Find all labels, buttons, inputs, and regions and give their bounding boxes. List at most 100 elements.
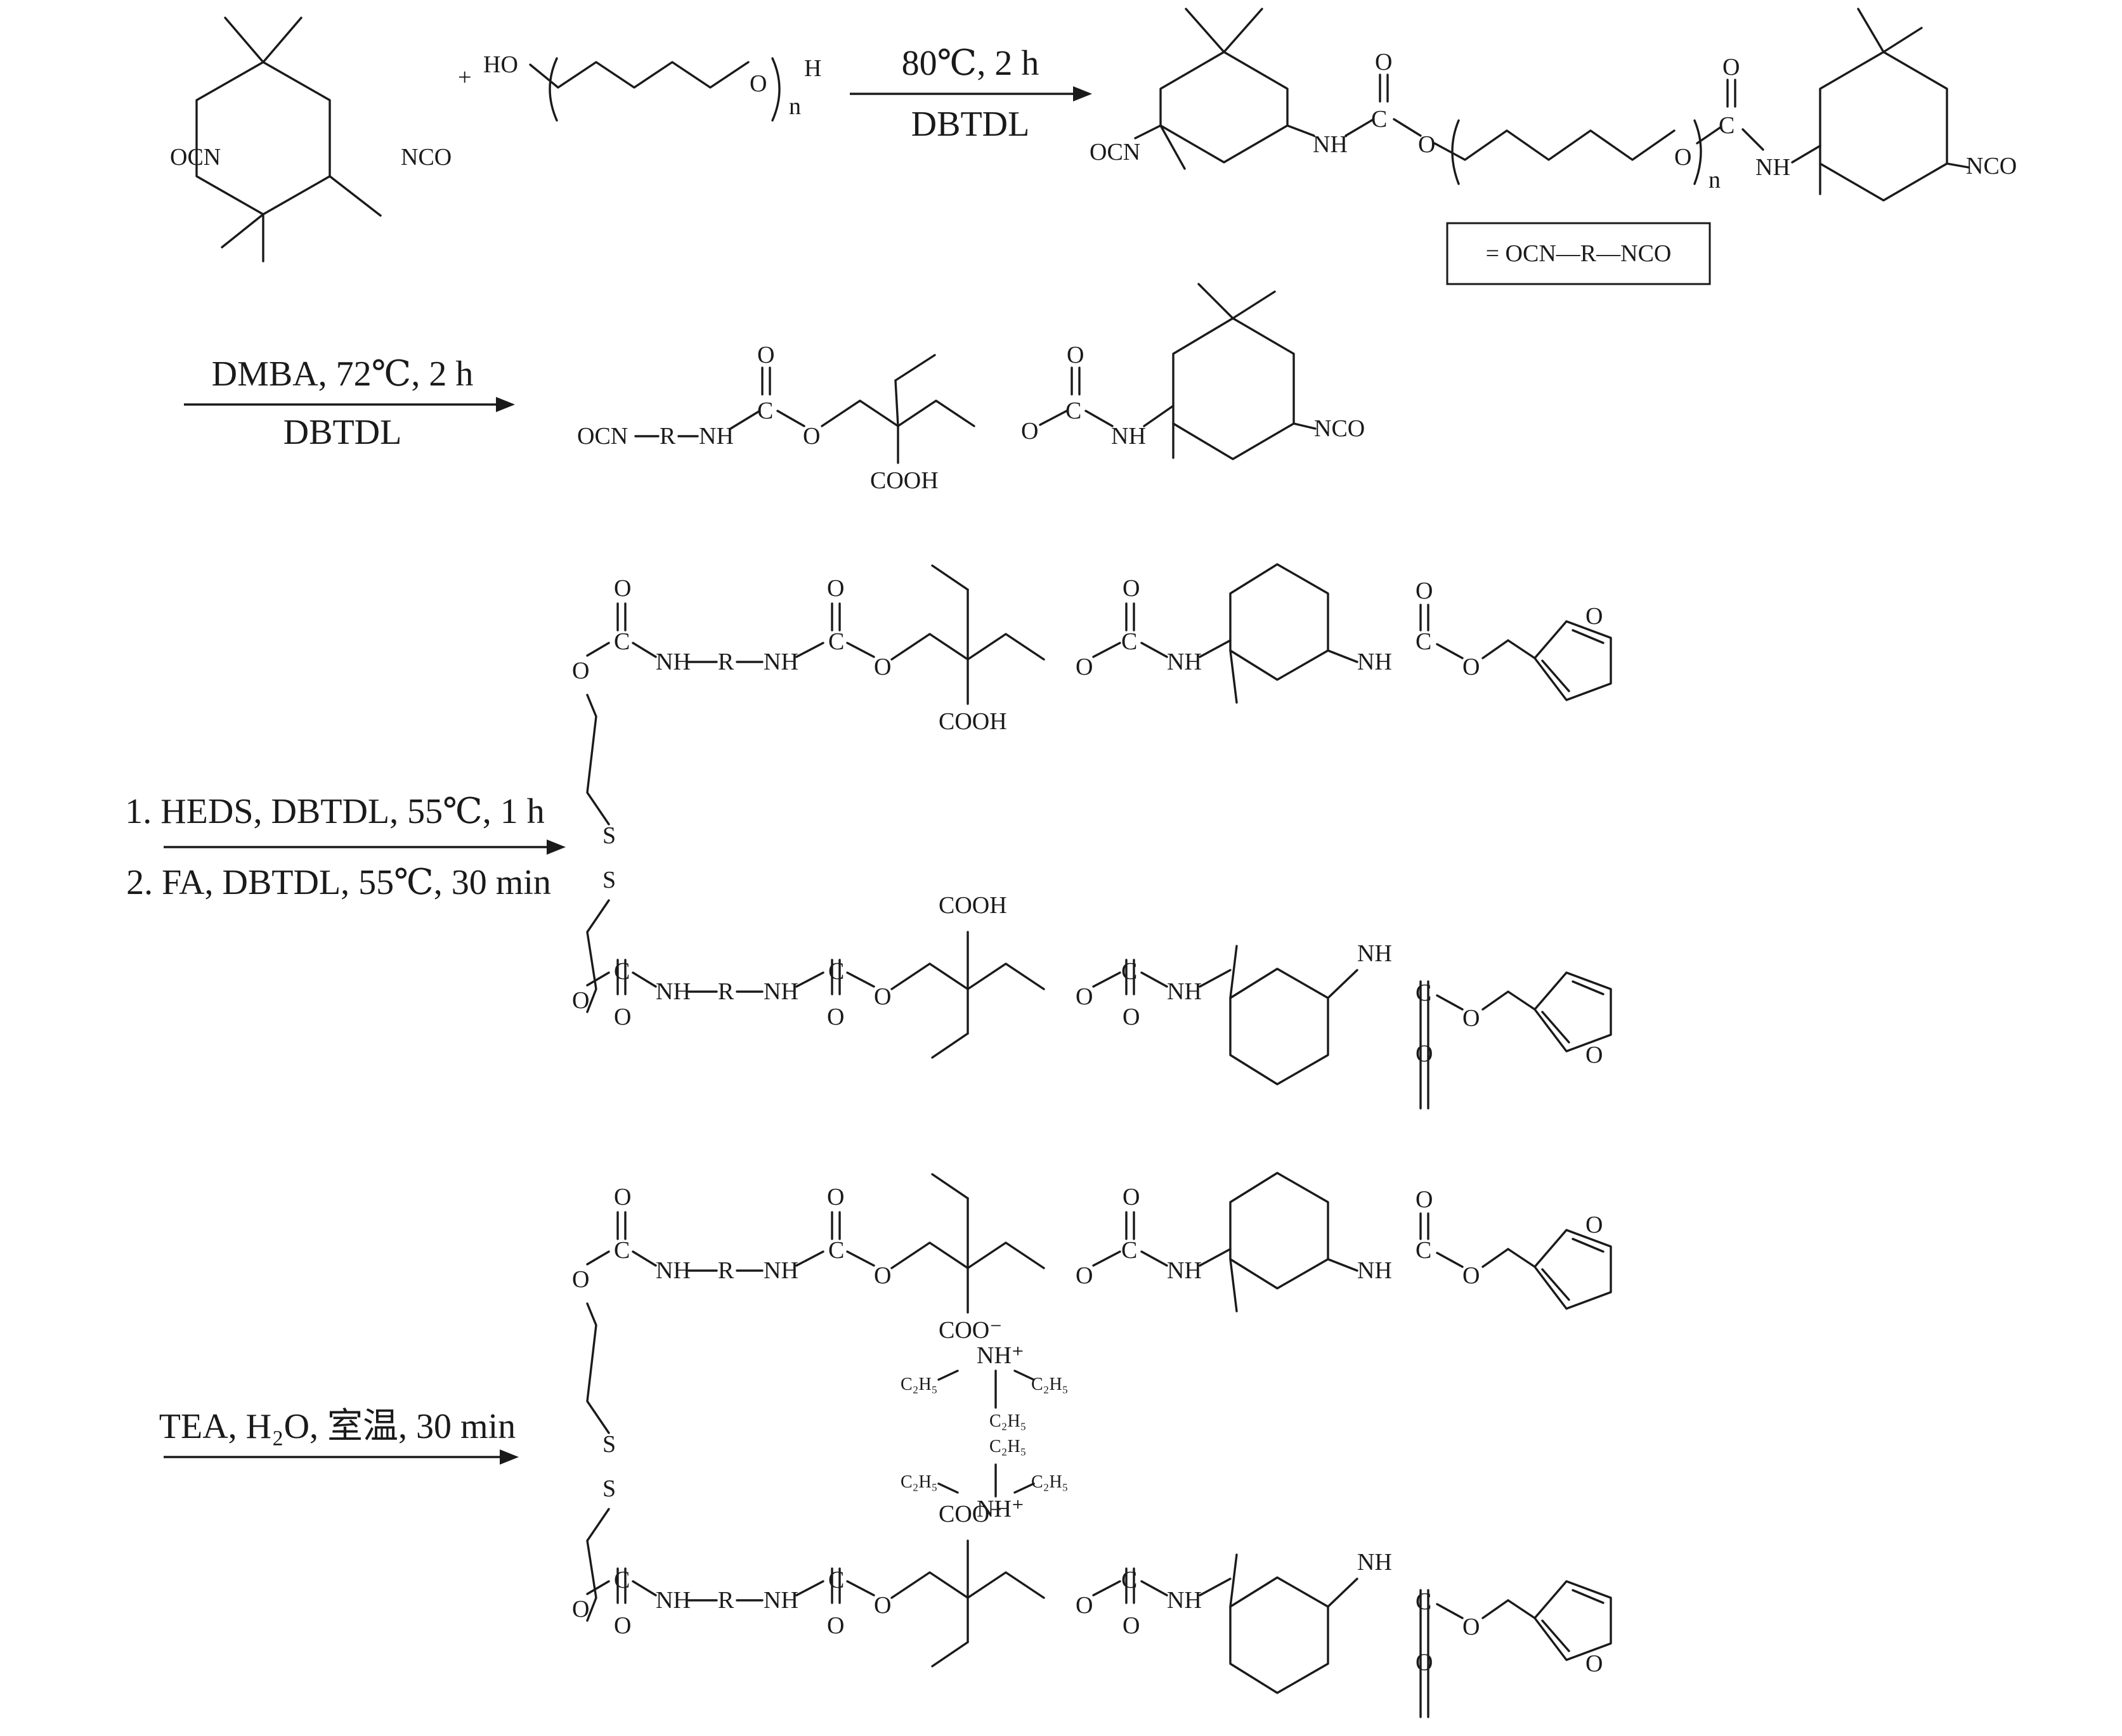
o-carbonyl: O — [614, 1612, 631, 1639]
nco-label-3: NCO — [1314, 415, 1365, 442]
nco-label: NCO — [401, 144, 452, 171]
bond — [846, 1580, 875, 1597]
o-ester: O — [874, 1262, 891, 1289]
o-ester: O — [1076, 1592, 1093, 1619]
o-ester: O — [1418, 131, 1435, 158]
nh-label: NH — [656, 978, 691, 1005]
nh-label: NH — [1357, 1257, 1392, 1284]
s-label: S — [602, 822, 616, 849]
bond — [1327, 1577, 1358, 1608]
bond — [586, 1250, 610, 1266]
ptmg-molecule: HO O n H — [483, 51, 821, 122]
o-ester: O — [1076, 1262, 1093, 1289]
bond — [931, 1173, 969, 1200]
bond — [586, 642, 610, 657]
nco-label-2: NCO — [1966, 153, 2017, 179]
h-label: H — [804, 55, 821, 82]
nh-label: NH — [764, 649, 798, 675]
o-carbonyl: O — [827, 1612, 844, 1639]
bond — [1327, 969, 1358, 999]
bond — [586, 1508, 610, 1622]
bond — [586, 971, 610, 987]
bond — [1229, 1258, 1238, 1312]
bond — [1572, 980, 1605, 995]
c-label: C — [828, 1237, 844, 1264]
o-carbonyl: O — [827, 1004, 844, 1030]
step2-condition-top: DMBA, 72℃, 2 h — [212, 354, 474, 394]
o-carbonyl: O — [614, 575, 631, 602]
reaction-arrow-1: 80℃, 2 h DBTDL — [850, 44, 1092, 144]
nh-label: NH — [656, 1587, 691, 1614]
o-carbonyl: O — [614, 1004, 631, 1030]
bond — [1092, 971, 1121, 988]
bond — [795, 642, 824, 658]
bond — [1541, 1011, 1570, 1044]
bond — [846, 1250, 875, 1267]
step4-condition-top: TEA, H₂O, 室温, 30 min — [159, 1407, 516, 1446]
c-label: C — [1121, 1237, 1137, 1264]
r-label: R — [718, 1257, 734, 1284]
ocn-label-2: OCN — [1090, 139, 1140, 165]
bond — [586, 899, 610, 1013]
nh-label: NH — [656, 1257, 691, 1284]
bond — [632, 1250, 657, 1267]
coo-minus-label: COO⁻ — [939, 1501, 1002, 1527]
o-carbonyl: O — [1123, 1612, 1140, 1639]
nh-label: NH — [1167, 1257, 1202, 1284]
o-ester: O — [1462, 654, 1480, 680]
bond — [1092, 1250, 1121, 1267]
o-carbonyl: O — [1416, 1040, 1433, 1067]
ring — [1533, 620, 1612, 701]
bond — [1572, 629, 1605, 644]
o-label: O — [750, 70, 767, 97]
prepolymer-molecule: OCN NH C O O O n C O NH NCO — [1090, 8, 2017, 202]
bond — [937, 1482, 959, 1494]
furan-o-label: O — [1585, 1650, 1603, 1677]
reaction-arrow-4: TEA, H₂O, 室温, 30 min — [159, 1407, 519, 1465]
o-ester: O — [874, 654, 891, 680]
c2h5-label: C₂H₅ — [901, 1472, 937, 1492]
bond — [586, 1580, 610, 1595]
bond — [586, 1302, 610, 1434]
o-label-3: O — [1674, 144, 1691, 171]
bond — [1199, 969, 1232, 988]
bond — [1140, 1250, 1168, 1267]
o-carbonyl-2: O — [1722, 54, 1740, 81]
o-ester: O — [572, 1266, 589, 1293]
step1-condition-top: 80℃, 2 h — [902, 44, 1039, 83]
bond — [1092, 1580, 1121, 1597]
s-label: S — [602, 1475, 616, 1502]
o-ester-3: O — [803, 423, 820, 450]
ocn-label: OCN — [170, 144, 221, 171]
c-label: C — [1416, 1237, 1431, 1264]
bond — [1436, 1252, 1464, 1268]
ocn-label-3: OCN — [577, 423, 628, 450]
furan-o-label: O — [1585, 1042, 1603, 1068]
nh-label: NH — [1167, 649, 1202, 675]
bond — [1229, 945, 1238, 999]
o-ester: O — [1462, 1262, 1480, 1289]
coo-minus-label: COO⁻ — [939, 1317, 1002, 1344]
ring — [1533, 1580, 1612, 1661]
bond — [931, 1032, 969, 1059]
bond — [1140, 971, 1168, 988]
bond — [1327, 649, 1358, 663]
bond — [931, 1641, 969, 1668]
bond — [1199, 639, 1232, 658]
r-label: R — [718, 978, 734, 1005]
bond — [1140, 1580, 1168, 1597]
bond — [1572, 1589, 1605, 1604]
nh-label-4: NH — [1111, 423, 1146, 450]
r-label: R — [718, 649, 734, 675]
bond — [1507, 990, 1536, 1011]
step3-condition-top: 1. HEDS, DBTDL, 55℃, 1 h — [125, 792, 545, 831]
s-label: S — [602, 1431, 616, 1458]
bond — [1541, 1268, 1570, 1301]
bond — [795, 1250, 824, 1267]
bond — [1572, 1238, 1605, 1253]
c-label: C — [1416, 628, 1431, 655]
bond — [795, 971, 824, 988]
bond — [586, 694, 610, 826]
bond — [1481, 1248, 1509, 1268]
